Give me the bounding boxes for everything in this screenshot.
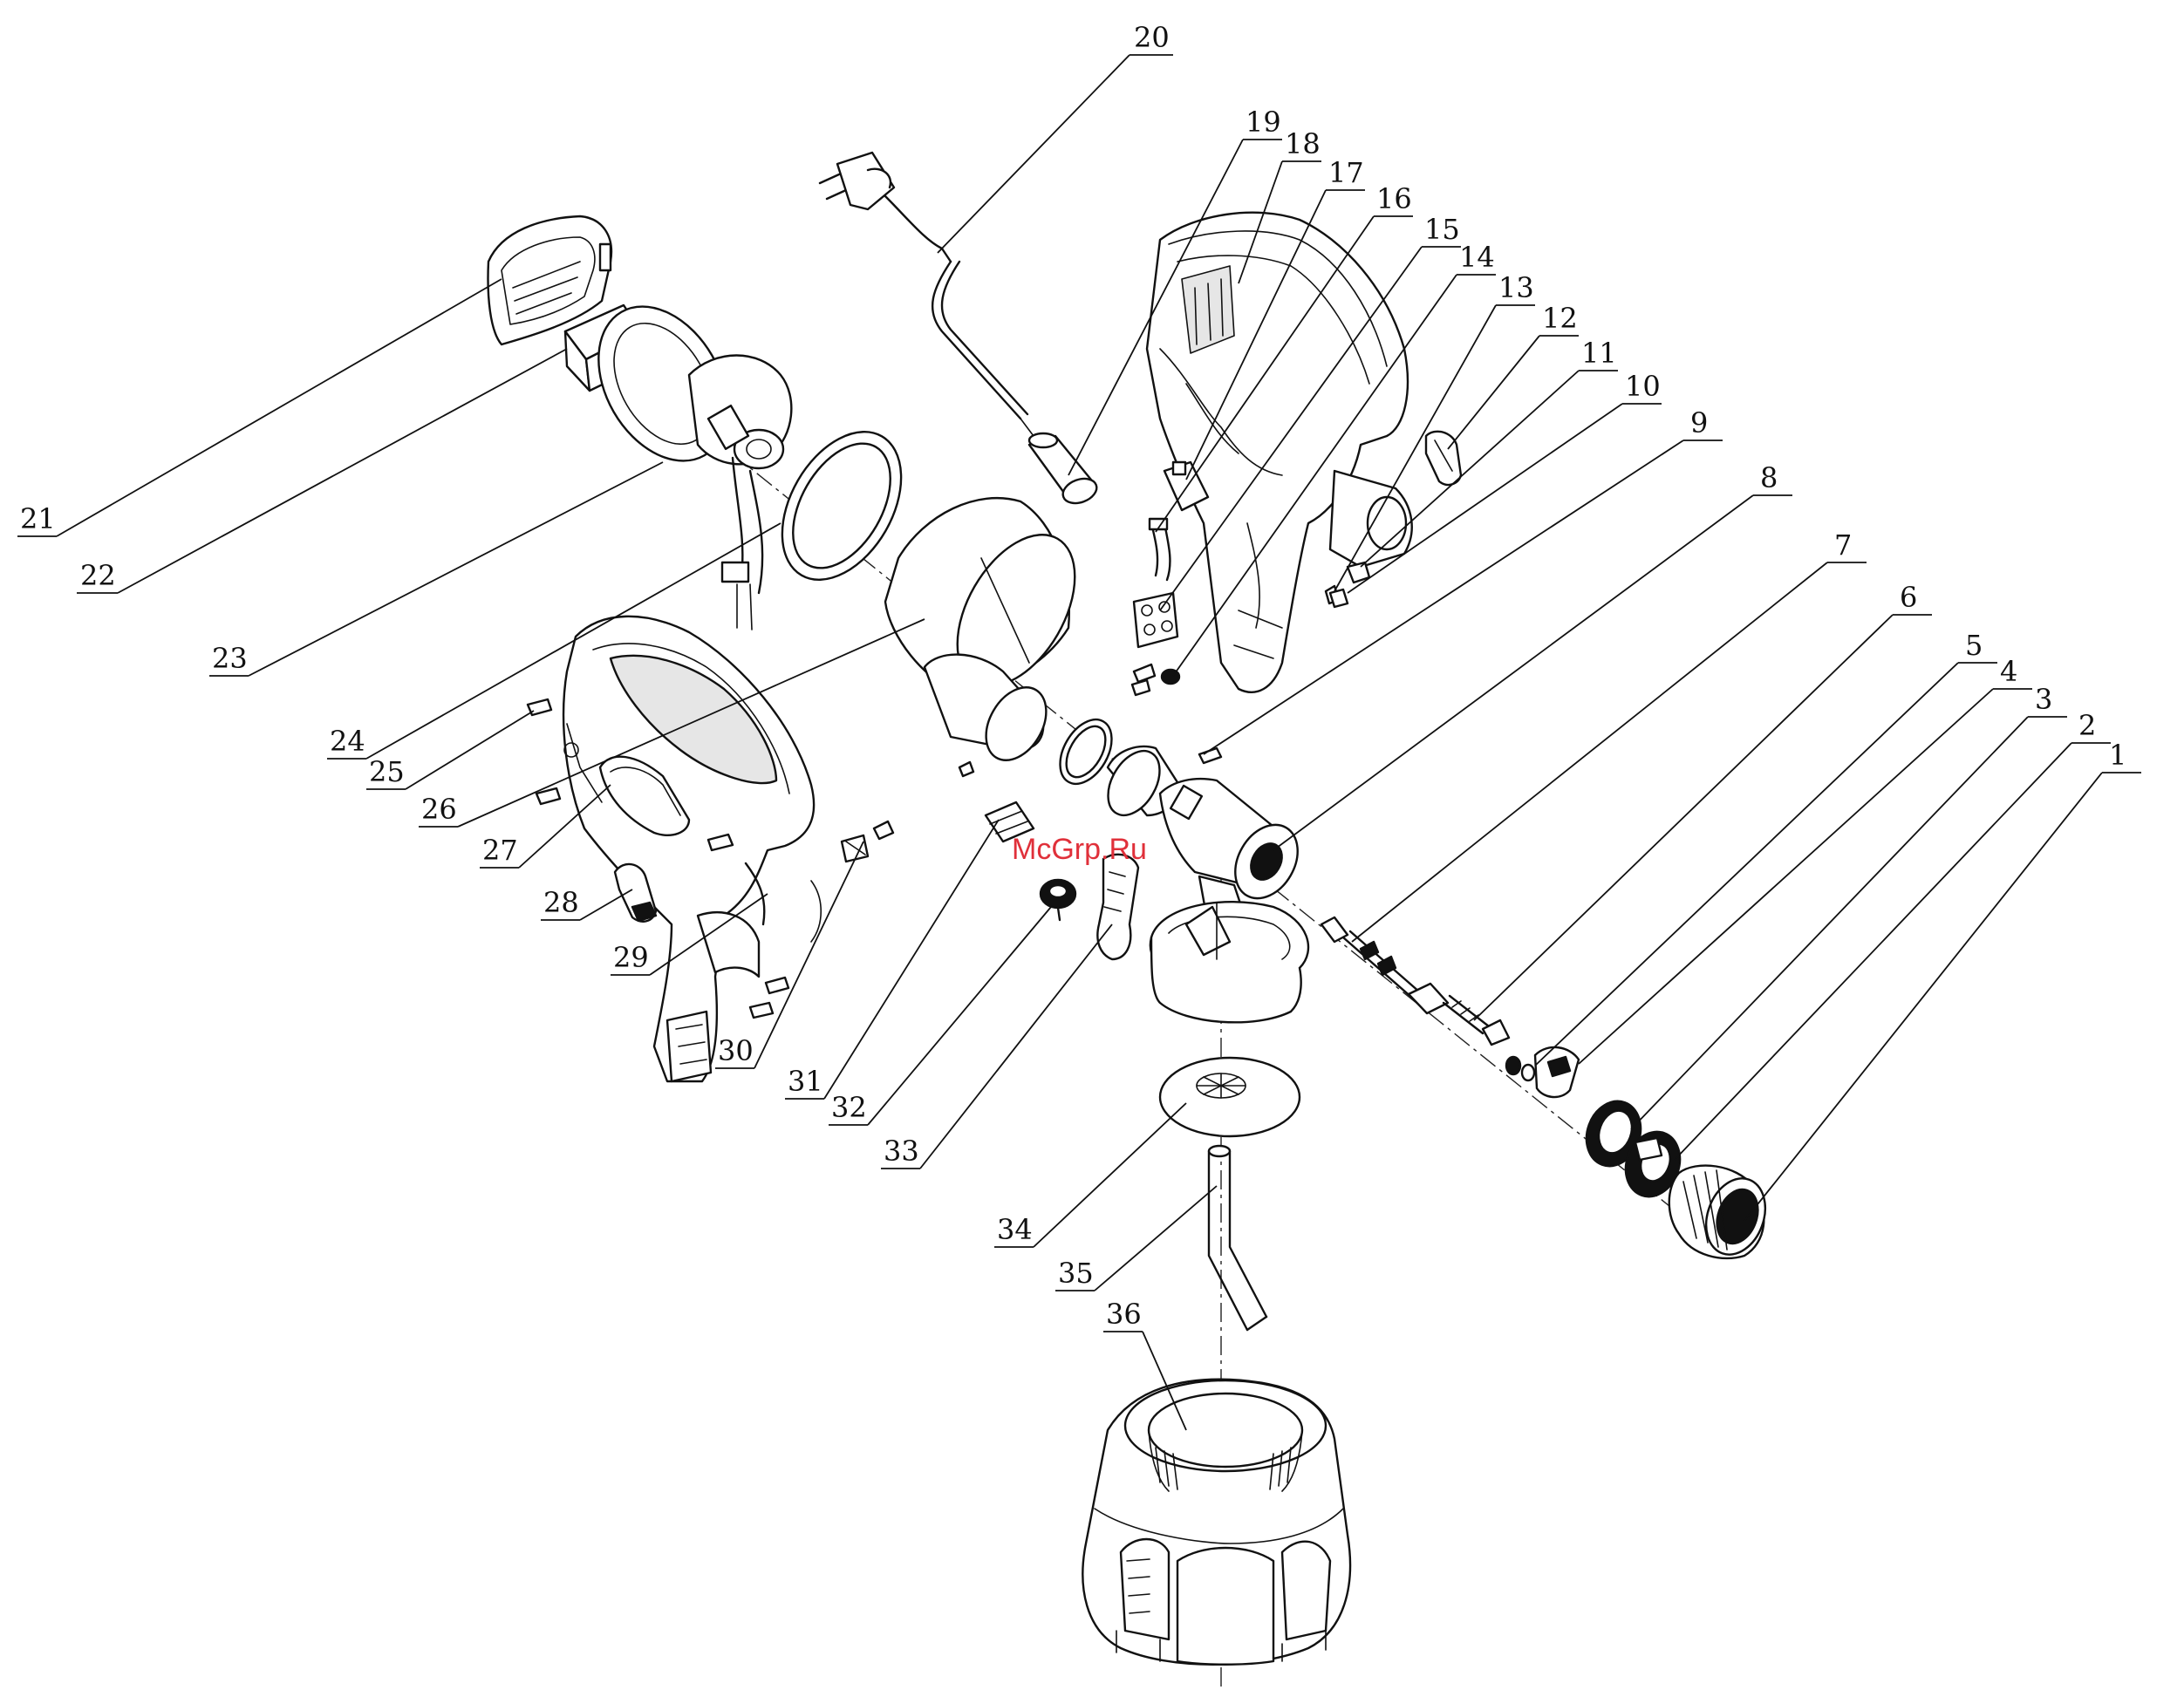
callout-28: 28 (543, 886, 579, 919)
callout-6: 6 (1900, 581, 1917, 614)
callout-35: 35 (1058, 1257, 1094, 1290)
part-27-turbine-housing (885, 498, 1099, 771)
callout-12: 12 (1542, 302, 1578, 335)
callout-4: 4 (2000, 655, 2017, 688)
part-19-cord-sleeve (1029, 433, 1100, 508)
part-34-filter-disc (1160, 1058, 1300, 1136)
callout-10: 10 (1625, 370, 1661, 403)
callout-20: 20 (1134, 21, 1170, 54)
callout-31: 31 (788, 1065, 823, 1098)
callout-34: 34 (997, 1213, 1033, 1246)
callout-25: 25 (369, 755, 405, 788)
callout-labels: 1 2 3 4 5 6 7 8 9 10 11 12 13 14 15 16 1… (20, 21, 2126, 1331)
part-6-nozzle-assembly (1409, 984, 1509, 1045)
callout-22: 22 (80, 559, 116, 592)
callout-32: 32 (831, 1091, 867, 1124)
callout-9: 9 (1690, 406, 1708, 440)
part-33-trigger (1097, 855, 1138, 959)
part-20-power-cord (820, 153, 1034, 436)
callout-29: 29 (613, 941, 649, 974)
watermark-text: McGrp.Ru (1012, 833, 1147, 866)
part-11-10-fasteners (1330, 562, 1369, 607)
callout-8: 8 (1760, 461, 1778, 494)
callout-19: 19 (1246, 106, 1281, 139)
callout-23: 23 (212, 642, 248, 675)
part-35-suction-tube (1209, 1146, 1266, 1330)
callout-17: 17 (1328, 156, 1364, 189)
callout-33: 33 (884, 1135, 919, 1168)
callout-13: 13 (1498, 271, 1534, 304)
callout-16: 16 (1376, 182, 1412, 215)
part-4-nozzle-tip (1535, 1047, 1579, 1097)
callout-2: 2 (2078, 709, 2096, 742)
part-7-needle (1321, 917, 1420, 998)
part-15-terminal-block (1134, 593, 1177, 647)
callout-1: 1 (2109, 739, 2126, 772)
callout-3: 3 (2035, 683, 2052, 716)
part-5-seals (1506, 1057, 1534, 1080)
callout-11: 11 (1581, 337, 1617, 370)
part-16-wire (1150, 519, 1170, 580)
part-1-retaining-nut (1669, 1166, 1776, 1264)
callout-15: 15 (1424, 213, 1460, 246)
callout-5: 5 (1965, 629, 1983, 662)
callout-26: 26 (421, 793, 457, 826)
callout-7: 7 (1834, 528, 1852, 562)
part-30-square-nut (842, 835, 868, 862)
callout-21: 21 (20, 502, 56, 535)
part-36-paint-container (1082, 1380, 1350, 1665)
callout-27: 27 (482, 834, 518, 867)
callout-30: 30 (718, 1034, 754, 1067)
part-23-motor (572, 283, 791, 630)
callout-24: 24 (330, 725, 365, 758)
callout-18: 18 (1285, 127, 1321, 160)
callout-36: 36 (1106, 1298, 1142, 1331)
callout-14: 14 (1459, 241, 1495, 274)
